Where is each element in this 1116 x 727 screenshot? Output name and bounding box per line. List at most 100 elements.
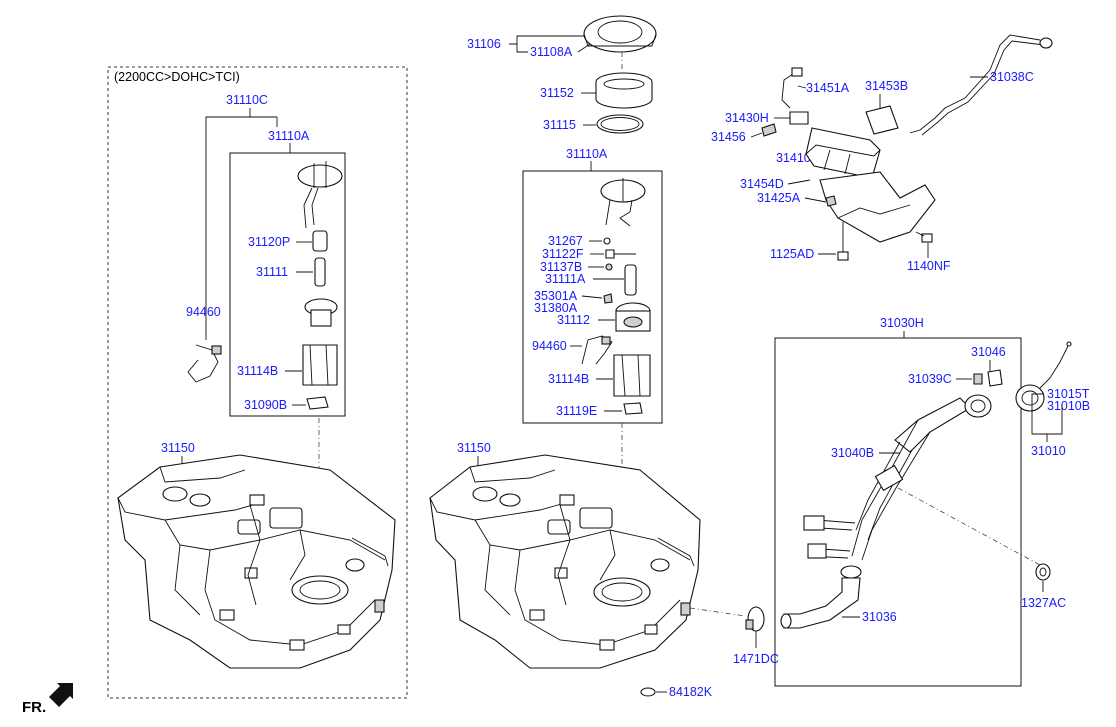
bracket-31425A [819, 171, 936, 243]
label-1471DC[interactable]: 1471DC [733, 652, 779, 666]
filter-31120P [312, 230, 328, 252]
harness-connector-center [601, 336, 611, 345]
hose-31451A [781, 71, 797, 109]
label-31425A[interactable]: 31425A [757, 191, 801, 205]
label-31108A[interactable]: 31108A [530, 45, 573, 59]
reservoir-31114B-left [302, 344, 338, 386]
label-31122F[interactable]: 31122F [542, 247, 584, 261]
label-31150-center[interactable]: 31150 [457, 441, 491, 455]
sensor-35301A [603, 293, 613, 304]
canister-31410 [805, 127, 881, 179]
bracket-31090B [306, 396, 329, 410]
hose-31451A-end [791, 67, 803, 77]
label-94460-center[interactable]: 94460 [532, 339, 567, 353]
reservoir-top-left [304, 298, 338, 327]
label-1327AC[interactable]: 1327AC [1021, 596, 1066, 610]
clip-31456 [761, 123, 777, 137]
label-31036[interactable]: 31036 [862, 610, 897, 624]
label-31120P[interactable]: 31120P [248, 235, 290, 249]
label-31111A[interactable]: 31111A [545, 272, 586, 286]
label-1125AD[interactable]: 1125AD [770, 247, 814, 261]
label-31010B[interactable]: 31010B [1047, 399, 1090, 413]
label-31038C[interactable]: 31038C [990, 70, 1034, 84]
cap-31010 [1015, 341, 1072, 412]
regulator-31122F [605, 249, 636, 259]
front-marker: FR. [22, 699, 46, 716]
label-31150-left[interactable]: 31150 [161, 441, 195, 455]
plug-84182K [640, 687, 656, 697]
label-31453B[interactable]: 31453B [865, 79, 908, 93]
lock-ring-31152 [595, 72, 653, 109]
leader-31110C [205, 108, 251, 340]
leader-31456 [750, 132, 763, 138]
bracket-31119E [623, 402, 643, 415]
centerline-filler [897, 487, 1041, 566]
reservoir-31114B-center [613, 354, 651, 397]
seal-31115 [596, 114, 644, 134]
label-31111[interactable]: 31111 [256, 265, 288, 279]
leader-35301A [581, 295, 603, 299]
label-31015T[interactable]: 31015T [1047, 387, 1090, 401]
label-31106[interactable]: 31106 [467, 37, 501, 51]
vapor-hose-31038C [909, 34, 1041, 134]
label-31110C[interactable]: 31110C [226, 93, 268, 107]
label-1140NF[interactable]: 1140NF [907, 259, 951, 273]
vapor-hose-fitting [1039, 37, 1053, 49]
label-35301A[interactable]: 35301A [534, 289, 578, 303]
pump-31111 [314, 257, 326, 287]
valve-31430H [789, 111, 809, 125]
label-31046[interactable]: 31046 [971, 345, 1006, 359]
label-31152[interactable]: 31152 [540, 86, 574, 100]
label-31030H[interactable]: 31030H [880, 316, 924, 330]
leader-31106-b [516, 44, 528, 53]
label-31110A-center[interactable]: 31110A [566, 147, 608, 161]
label-31115[interactable]: 31115 [543, 118, 576, 132]
harness-94460-left [187, 344, 222, 383]
variant-group-frame [107, 66, 408, 699]
pump-flange-center [600, 178, 646, 227]
label-31451A[interactable]: 31451A [806, 81, 850, 95]
label-31410[interactable]: 31410 [776, 151, 811, 165]
bolt-1125AD [837, 222, 849, 261]
fuel-tank-left [117, 454, 396, 669]
variant-label: (2200CC>DOHC>TCI) [114, 70, 240, 84]
filter-31453B [865, 105, 899, 135]
module-box-left [229, 152, 346, 417]
nut-1327AC [1035, 563, 1051, 581]
reservoir-top-31112 [615, 302, 651, 332]
label-31039C[interactable]: 31039C [908, 372, 952, 386]
leader-31425A [804, 197, 827, 203]
oring-31267 [603, 237, 611, 245]
label-31456[interactable]: 31456 [711, 130, 746, 144]
filler-neck-31040B [803, 394, 992, 561]
label-31040B[interactable]: 31040B [831, 446, 874, 460]
label-31114B-center[interactable]: 31114B [548, 372, 589, 386]
label-31454D[interactable]: 31454D [740, 177, 784, 191]
label-31137B[interactable]: 31137B [540, 260, 582, 274]
seal-31115-inner [600, 117, 640, 131]
label-31119E[interactable]: 31119E [556, 404, 597, 418]
clip-31137B [605, 263, 613, 271]
pump-flange-left [297, 161, 343, 229]
label-31112[interactable]: 31112 [557, 313, 590, 327]
label-31010[interactable]: 31010 [1031, 444, 1066, 458]
front-arrow-icon [49, 683, 73, 707]
hose-31036 [780, 565, 862, 629]
label-31114B-left[interactable]: 31114B [237, 364, 278, 378]
label-31380A[interactable]: 31380A [534, 301, 578, 315]
leader-31106 [509, 35, 604, 45]
leader-31451A [797, 85, 807, 89]
module-box-center [522, 170, 663, 424]
cover-31106 [583, 15, 657, 53]
centerline-tank-clamp [689, 607, 746, 617]
label-31267[interactable]: 31267 [548, 234, 583, 248]
label-31430H[interactable]: 31430H [725, 111, 769, 125]
label-31090B[interactable]: 31090B [244, 398, 287, 412]
label-84182K[interactable]: 84182K [669, 685, 713, 699]
leader-31046 [989, 360, 994, 373]
label-94460-left[interactable]: 94460 [186, 305, 221, 319]
pump-31111A [624, 264, 637, 296]
label-31110A-left[interactable]: 31110A [268, 129, 310, 143]
